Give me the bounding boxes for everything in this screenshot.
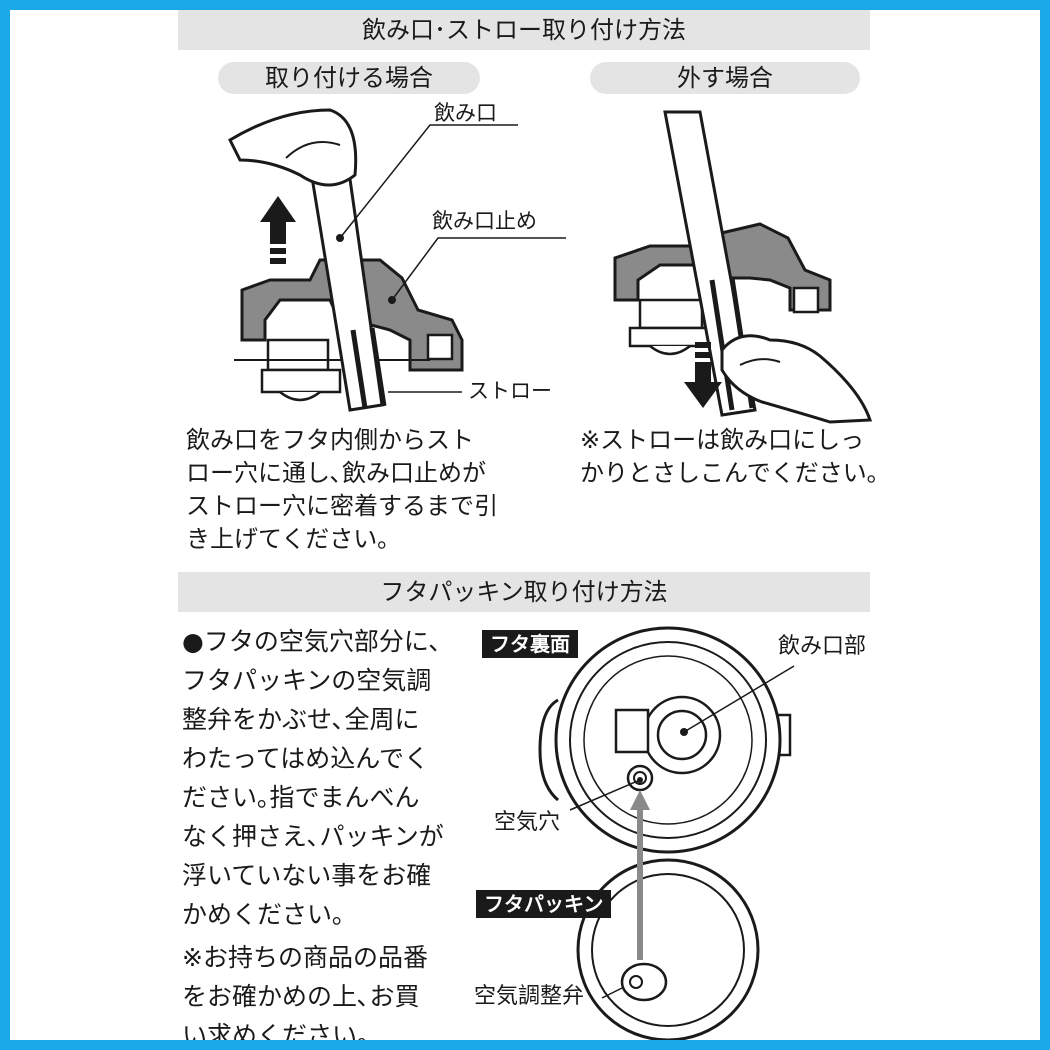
packing-instructions: ●フタの空気穴部分に､ フタパッキンの空気調 整弁をかぶせ､全周に わたってはめ…	[182, 627, 444, 929]
down-arrow-dash-1	[695, 342, 711, 348]
hand-remove	[720, 334, 873, 424]
air-valve-body	[620, 962, 668, 1002]
straw-remove-line-1	[709, 279, 735, 411]
lid-back-ring-2	[583, 655, 753, 825]
lid-latch-remove	[792, 286, 820, 314]
label-air-hole: 空気穴	[494, 810, 561, 835]
up-arrow-dash-1	[270, 248, 286, 254]
leader-air-hole	[569, 779, 641, 811]
straw-line-2	[369, 327, 387, 407]
fit-arrow-icon	[630, 790, 650, 810]
heading-attach: 取り付ける場合	[218, 62, 480, 94]
remove-note: ※ストローは飲み口にしっ かりとさしこんでください｡	[580, 426, 879, 487]
packing-illustration	[538, 626, 795, 1040]
valve-dome-remove	[649, 345, 691, 356]
section-title-packing: フタパッキン取り付け方法	[178, 572, 870, 612]
label-mouthpiece: 飲み口	[434, 101, 497, 125]
instruction-sheet: 飲み口･ストロー取り付け方法 取り付ける場合 外す場合 飲み口 飲み口止め スト…	[10, 10, 1040, 1040]
leader-mouthpiece	[339, 124, 518, 239]
leader-air-valve	[601, 987, 623, 999]
attach-illustration	[228, 108, 566, 412]
packing-inner	[591, 873, 745, 1027]
packing-outer	[576, 858, 760, 1040]
model-number-note: ※お持ちの商品の品番 をお確かめの上､お買 い求めください｡	[182, 943, 428, 1040]
tag-lid-back: フタ裏面	[482, 630, 578, 658]
section-title-straw: 飲み口･ストロー取り付け方法	[178, 10, 870, 50]
remove-illustration	[613, 110, 873, 424]
label-air-valve: 空気調整弁	[474, 984, 585, 1009]
lid-side-tab-left	[538, 698, 560, 802]
finger-attach	[228, 108, 358, 187]
valve-dome-attach	[279, 391, 321, 402]
tag-lid-packing: フタパッキン	[476, 890, 612, 918]
up-arrow-icon	[260, 196, 296, 244]
lid-back-ring-1	[569, 641, 767, 839]
label-mouth-part: 飲み口部	[778, 634, 867, 659]
label-straw: ストロー	[468, 379, 552, 403]
label-stopper: 飲み口止め	[432, 209, 537, 233]
down-arrow-dash-2	[695, 352, 711, 358]
fingernail	[285, 141, 341, 159]
heading-remove: 外す場合	[590, 62, 860, 94]
up-arrow-dash-2	[270, 258, 286, 264]
lid-square-part	[614, 708, 650, 754]
attach-instructions: 飲み口をフタ内側からスト ロー穴に通し､飲み口止めが ストロー穴に密着するまで引…	[186, 426, 498, 553]
lid-inner-attach	[266, 338, 330, 372]
leader-mouth-part	[683, 665, 795, 733]
straw-line-1	[350, 329, 368, 409]
down-arrow-icon	[684, 362, 722, 408]
lid-latch-attach	[426, 333, 454, 361]
knuckle-line	[739, 358, 781, 366]
leader-stopper	[391, 237, 566, 301]
air-valve-hole	[629, 975, 643, 989]
